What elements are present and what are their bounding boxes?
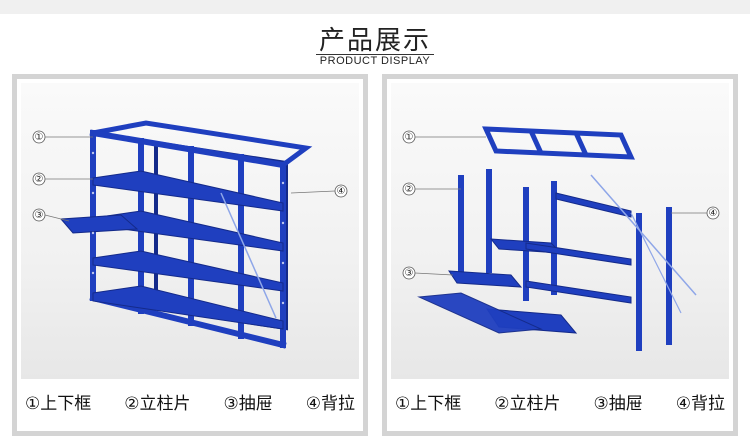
callout-3: ③ (35, 210, 44, 221)
legend-item: ②立柱片 (124, 393, 191, 414)
exploded-rack-graphic: ① ② ③ ④ (402, 126, 720, 351)
left-callouts: ① ② ③ ④ (32, 130, 348, 222)
title-underline (316, 54, 434, 55)
legend-item: ②立柱片 (494, 393, 561, 414)
callout-4: ④ (337, 186, 346, 197)
legend-right: ①上下框 ②立柱片 ③抽屉 ④背拉 (395, 381, 725, 421)
section-header: 产品展示 PRODUCT DISPLAY (0, 14, 750, 70)
assembled-rack-illustration: ① ② ③ ④ (21, 83, 359, 379)
legend-item: ④背拉 (305, 393, 355, 414)
callout-1: ① (35, 132, 44, 143)
section-subtitle: PRODUCT DISPLAY (319, 55, 431, 67)
legend-left: ①上下框 ②立柱片 ③抽屉 ④背拉 (25, 381, 355, 421)
callout-4: ④ (709, 208, 718, 219)
callout-1: ① (405, 132, 414, 143)
legend-item: ①上下框 (25, 393, 92, 414)
product-image-exploded: ① ② ③ ④ ①上下框 ②立柱片 ③抽屉 ④背拉 (382, 74, 738, 436)
callout-2: ② (405, 184, 414, 195)
top-bar (0, 0, 750, 14)
callout-2: ② (35, 174, 44, 185)
legend-item: ①上下框 (395, 393, 462, 414)
legend-item: ③抽屉 (593, 393, 643, 414)
product-image-assembled: ① ② ③ ④ ①上下框 ②立柱片 ③抽屉 ④背拉 (12, 74, 368, 436)
section-title: 产品展示 (318, 26, 431, 56)
assembled-rack-graphic: ① ② ③ ④ (32, 120, 348, 349)
callout-3: ③ (405, 268, 414, 279)
legend-item: ③抽屉 (223, 393, 273, 414)
exploded-rack-illustration: ① ② ③ ④ (391, 83, 729, 379)
legend-item: ④背拉 (675, 393, 725, 414)
right-callouts: ① ② ③ ④ (402, 130, 720, 280)
